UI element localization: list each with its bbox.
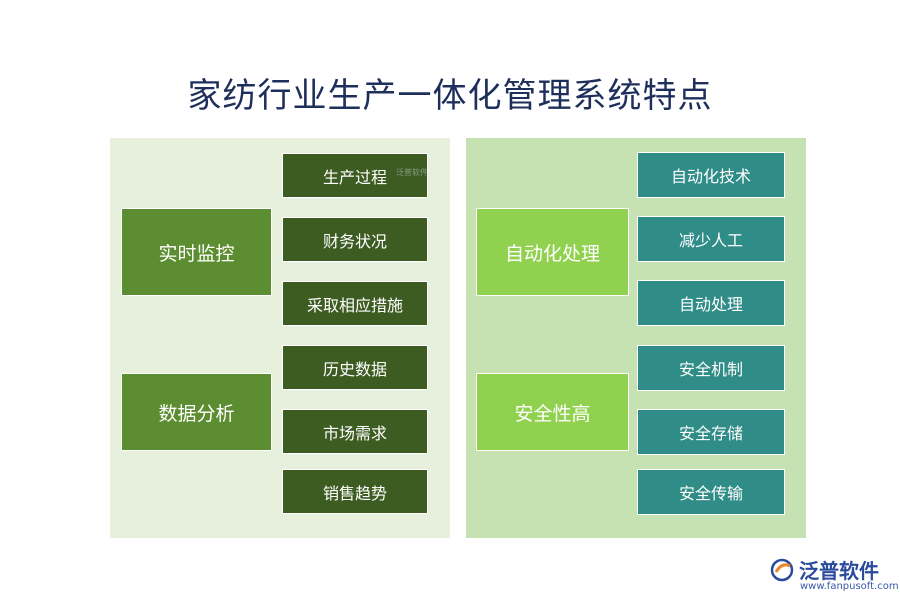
item-automation-tech: 自动化技术 — [637, 152, 785, 198]
item-auto-processing: 自动处理 — [637, 280, 785, 326]
watermark-small: 泛普软件 — [396, 168, 428, 177]
item-secure-storage: 安全存储 — [637, 409, 785, 455]
right-panel: 自动化处理 自动化技术 减少人工 自动处理 安全性高 安全机制 安全存储 安全传… — [466, 138, 806, 538]
item-security-mechanism: 安全机制 — [637, 345, 785, 391]
category-high-security: 安全性高 — [476, 373, 629, 451]
item-historical-data: 历史数据 — [282, 345, 428, 390]
left-panel: 实时监控 生产过程 财务状况 采取相应措施 数据分析 历史数据 市场需求 销售趋… — [110, 138, 450, 538]
category-data-analysis: 数据分析 — [121, 373, 272, 451]
item-secure-transmission: 安全传输 — [637, 469, 785, 515]
logo-url: www.fanpusoft.com — [800, 581, 899, 592]
logo-icon — [770, 558, 794, 581]
brand-logo: 泛普软件 — [770, 555, 879, 584]
item-production-process: 生产过程 — [282, 153, 428, 198]
category-realtime-monitoring: 实时监控 — [121, 208, 272, 296]
item-sales-trend: 销售趋势 — [282, 469, 428, 514]
item-market-demand: 市场需求 — [282, 409, 428, 454]
item-take-measures: 采取相应措施 — [282, 281, 428, 326]
logo-text: 泛普软件 — [799, 559, 879, 583]
item-financial-status: 财务状况 — [282, 217, 428, 262]
item-reduce-labor: 减少人工 — [637, 216, 785, 262]
page-title: 家纺行业生产一体化管理系统特点 — [187, 76, 713, 116]
category-automation: 自动化处理 — [476, 208, 629, 296]
